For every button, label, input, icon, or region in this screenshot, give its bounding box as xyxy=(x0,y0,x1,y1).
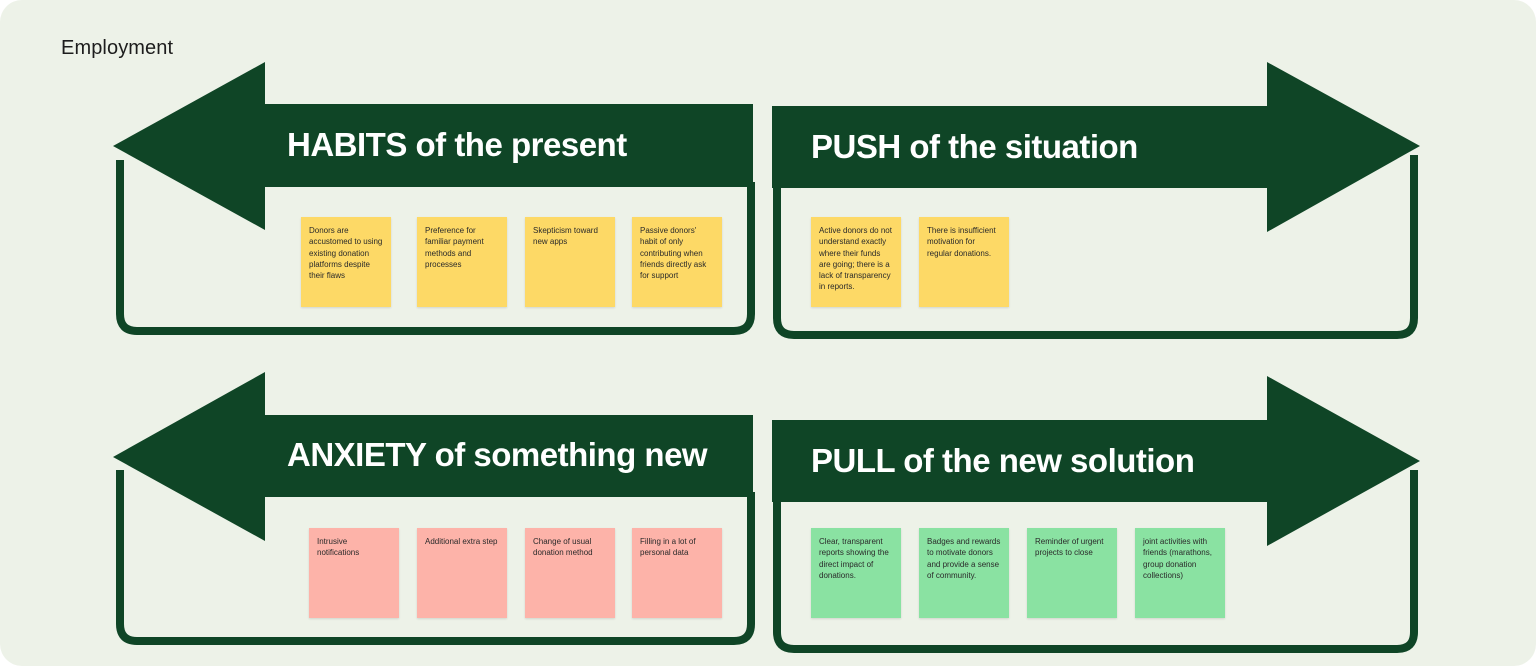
sticky-note[interactable]: Skepticism toward new apps xyxy=(525,217,615,307)
anxiety-title: ANXIETY of something new xyxy=(287,436,708,473)
sticky-note[interactable]: Clear, transparent reports showing the d… xyxy=(811,528,901,618)
push-arrow-band xyxy=(772,62,1420,232)
anxiety-arrow xyxy=(113,372,755,645)
sticky-note[interactable]: Reminder of urgent projects to close xyxy=(1027,528,1117,618)
sticky-note[interactable]: Badges and rewards to motivate donors an… xyxy=(919,528,1009,618)
sticky-note[interactable]: Active donors do not understand exactly … xyxy=(811,217,901,307)
anxiety-arrow-band xyxy=(113,372,753,541)
habits-title: HABITS of the present xyxy=(287,126,627,163)
pull-arrow-band xyxy=(772,376,1420,546)
anxiety-arrow-outline xyxy=(116,470,755,645)
sticky-note[interactable]: Passive donors' habit of only contributi… xyxy=(632,217,722,307)
habits-arrow-outline xyxy=(116,160,755,335)
pull-title: PULL of the new solution xyxy=(811,442,1195,479)
sticky-note[interactable]: Donors are accustomed to using existing … xyxy=(301,217,391,307)
habits-arrow xyxy=(113,62,755,335)
push-title: PUSH of the situation xyxy=(811,128,1138,165)
habits-arrow-band xyxy=(113,62,753,230)
sticky-note[interactable]: Filling in a lot of personal data xyxy=(632,528,722,618)
sticky-note[interactable]: Intrusive notifications xyxy=(309,528,399,618)
sticky-note[interactable]: There is insufficient motivation for reg… xyxy=(919,217,1009,307)
sticky-note[interactable]: Change of usual donation method xyxy=(525,528,615,618)
push-arrow-outline xyxy=(773,155,1418,339)
board-title: Employment xyxy=(61,37,174,59)
push-arrow xyxy=(772,62,1420,339)
sticky-note[interactable]: joint activities with friends (marathons… xyxy=(1135,528,1225,618)
pull-arrow xyxy=(772,376,1420,653)
sticky-note[interactable]: Preference for familiar payment methods … xyxy=(417,217,507,307)
sticky-note[interactable]: Additional extra step xyxy=(417,528,507,618)
pull-arrow-outline xyxy=(773,470,1418,653)
